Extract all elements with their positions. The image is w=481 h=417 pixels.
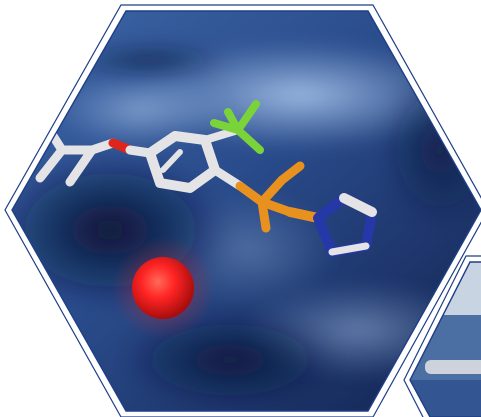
- red-sphere: [111, 236, 215, 340]
- azole-ring: [285, 193, 377, 257]
- cf3-group: [201, 100, 264, 154]
- hexagon-frame: [4, 4, 481, 417]
